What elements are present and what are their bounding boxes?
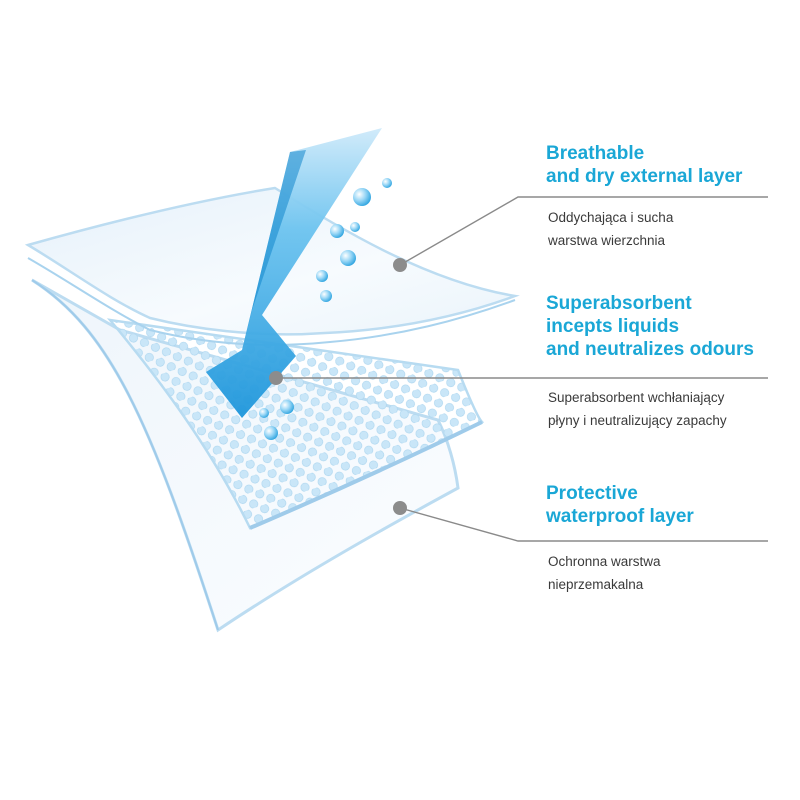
title-line: Superabsorbent <box>546 293 692 314</box>
droplet <box>264 426 278 440</box>
label-superabsorbent: Superabsorbent incepts liquids and neutr… <box>546 292 754 361</box>
title-line: incepts liquids <box>546 316 680 337</box>
subtitle-line: Ochronna warstwa <box>548 554 661 569</box>
marker-protective <box>393 501 407 515</box>
droplet <box>382 178 392 188</box>
marker-superabsorbent <box>269 371 283 385</box>
leader-line-breathable <box>399 196 768 266</box>
label-protective-title: Protective waterproof layer <box>546 482 694 528</box>
title-line: Breathable <box>546 143 645 164</box>
droplet <box>330 224 344 238</box>
label-protective: Protective waterproof layer <box>546 482 694 528</box>
marker-breathable <box>393 258 407 272</box>
label-breathable-subtitle: Oddychająca i sucha warstwa wierzchnia <box>548 206 673 252</box>
droplet <box>320 290 332 302</box>
label-superabsorbent-title: Superabsorbent incepts liquids and neutr… <box>546 292 754 361</box>
protective-layer-edge <box>31 279 219 631</box>
sublabel-protective: Ochronna warstwa nieprzemakalna <box>548 550 661 596</box>
droplets <box>259 178 392 440</box>
label-protective-subtitle: Ochronna warstwa nieprzemakalna <box>548 550 661 596</box>
title-line: waterproof layer <box>546 506 694 527</box>
droplet <box>280 400 294 414</box>
sublabel-breathable: Oddychająca i sucha warstwa wierzchnia <box>548 206 673 252</box>
subtitle-line: Superabsorbent wchłaniający <box>548 390 725 405</box>
title-line: and dry external layer <box>546 166 743 187</box>
leader-line-protective <box>399 507 768 542</box>
sublabel-superabsorbent: Superabsorbent wchłaniający płyny i neut… <box>548 386 727 432</box>
subtitle-line: nieprzemakalna <box>548 577 644 592</box>
label-superabsorbent-subtitle: Superabsorbent wchłaniający płyny i neut… <box>548 386 727 432</box>
liquid-flow-arrow <box>206 128 382 418</box>
subtitle-line: Oddychająca i sucha <box>548 210 674 225</box>
droplet <box>259 408 269 418</box>
droplet <box>353 188 371 206</box>
subtitle-line: warstwa wierzchnia <box>548 233 666 248</box>
label-breathable: Breathable and dry external layer <box>546 142 742 188</box>
droplet <box>316 270 328 282</box>
superabsorbent-layer-bottom-edge <box>249 420 483 530</box>
droplet <box>340 250 356 266</box>
title-line: Protective <box>546 483 638 504</box>
label-breathable-title: Breathable and dry external layer <box>546 142 742 188</box>
title-line: and neutralizes odours <box>546 339 754 360</box>
subtitle-line: płyny i neutralizujący zapachy <box>548 413 727 428</box>
droplet <box>350 222 360 232</box>
